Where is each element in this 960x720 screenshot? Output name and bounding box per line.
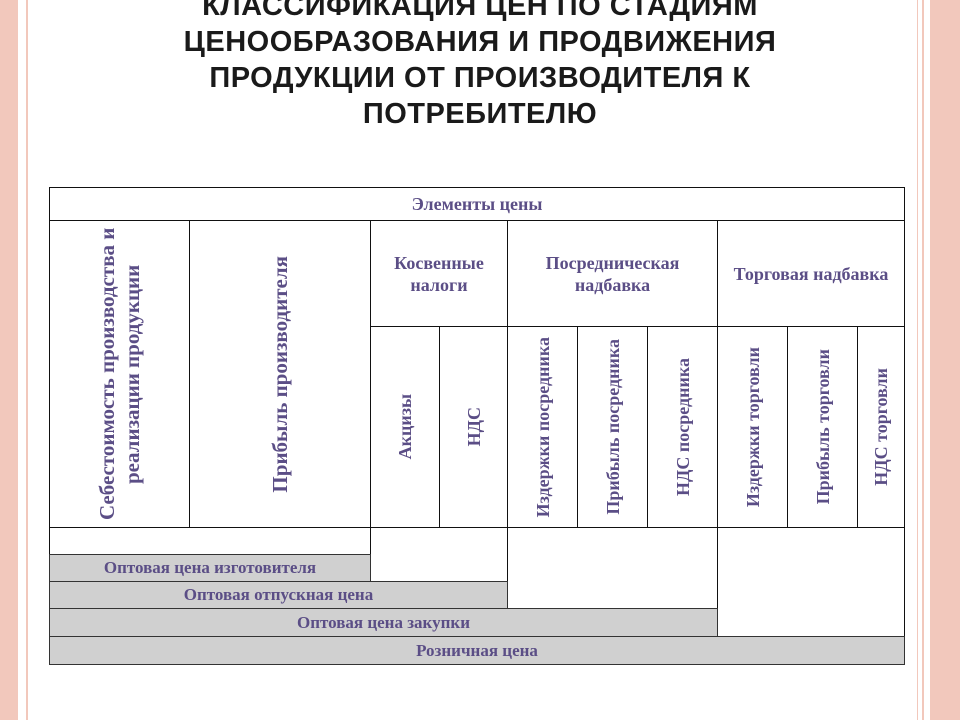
price-wholesale-purchase-label: Оптовая цена закупки [296,612,470,632]
sub-vat: НДС [439,326,508,528]
price-retail-label: Розничная цена [416,640,538,660]
cell-producer-profit-label: Прибыль производителя [267,255,292,493]
table-header-price-elements: Элементы цены [49,187,905,221]
blank-spacer [49,527,371,555]
table-header-label: Элементы цены [411,194,543,214]
title-line-2: ЦЕНООБРАЗОВАНИЯ И ПРОДВИЖЕНИЯ [183,26,777,58]
sub-intermediary-profit: Прибыль посредника [577,326,648,528]
group-trade-markup-label: Торговая надбавка [733,263,889,284]
sub-trade-profit: Прибыль торговли [787,326,858,528]
sub-intermediary-vat-label: НДС посредника [672,358,693,496]
sub-intermediary-profit-label: Прибыль посредника [602,339,623,515]
slide-title: КЛАССИФИКАЦИЯ ЦЕН ПО СТАДИЯМ ЦЕНООБРАЗОВ… [100,0,860,132]
blank-intermediary [507,527,718,609]
price-manufacturer-wholesale-label: Оптовая цена изготовителя [103,558,317,577]
slide-frame-right [930,0,960,720]
sub-intermediary-vat: НДС посредника [647,326,718,528]
price-wholesale-release-label: Оптовая отпускная цена [183,585,374,604]
blank-indirect [370,527,508,582]
price-retail: Розничная цена [49,636,905,665]
slide-frame-right-line [922,0,924,720]
cell-producer-profit: Прибыль производителя [189,220,371,528]
sub-excise: Акцизы [370,326,440,528]
title-line-4: ПОТРЕБИТЕЛЮ [362,98,598,130]
sub-intermediary-costs: Издержки посредника [507,326,578,528]
cell-cost: Себестоимость производства и реализации … [49,220,190,528]
sub-trade-costs: Издержки торговли [717,326,788,528]
price-manufacturer-wholesale: Оптовая цена изготовителя [49,554,371,582]
group-indirect-taxes: Косвенные налоги [370,220,508,327]
sub-vat-label: НДС [463,407,484,447]
blank-trade [717,527,905,638]
title-line-3: ПРОДУКЦИИ ОТ ПРОИЗВОДИТЕЛЯ К [209,62,751,94]
sub-trade-vat-label: НДС торговли [871,368,891,486]
sub-trade-costs-label: Издержки торговли [742,346,763,508]
title-line-1: КЛАССИФИКАЦИЯ ЦЕН ПО СТАДИЯМ [202,0,758,22]
sub-intermediary-costs-label: Издержки посредника [532,336,553,518]
slide-frame-left-line [26,0,28,720]
group-intermediary-markup-label: Посредническая надбавка [545,252,680,295]
group-indirect-taxes-label: Косвенные налоги [394,252,484,295]
cell-cost-label: Себестоимость производства и реализации … [94,227,144,521]
group-intermediary-markup: Посредническая надбавка [507,220,718,327]
group-trade-markup: Торговая надбавка [717,220,905,327]
sub-trade-profit-label: Прибыль торговли [812,349,833,505]
sub-trade-vat: НДС торговли [857,326,905,528]
price-wholesale-purchase: Оптовая цена закупки [49,608,718,637]
price-elements-table: Элементы цены Себестоимость производства… [49,187,905,665]
slide-frame-left [0,0,18,720]
sub-excise-label: Акцизы [395,394,415,460]
slide-frame-right-line-thin [917,0,918,720]
price-wholesale-release: Оптовая отпускная цена [49,581,508,609]
